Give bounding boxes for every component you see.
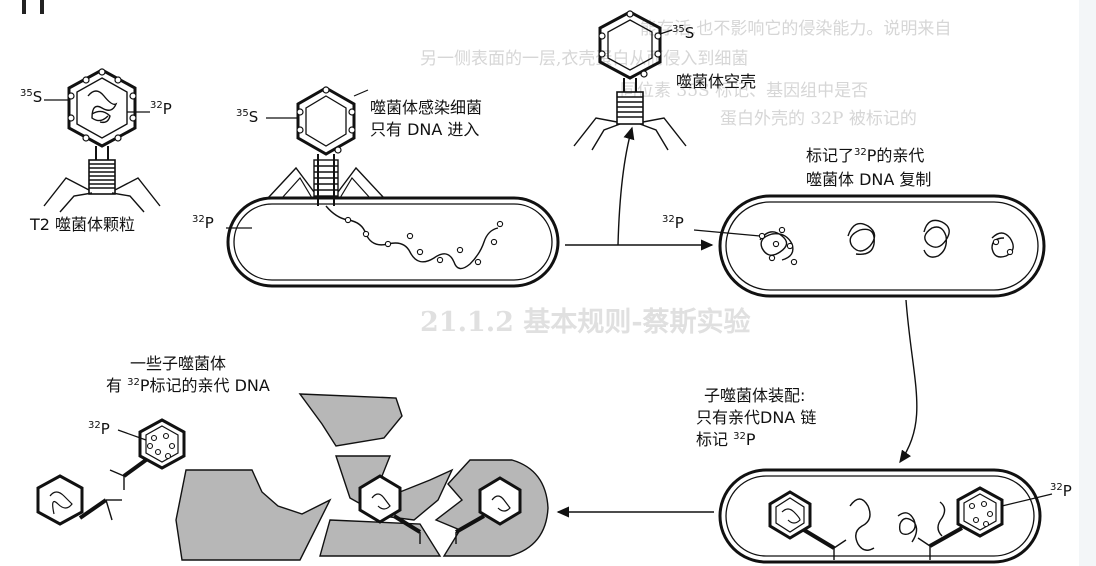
isotope-35s-label: 35S — [672, 24, 694, 43]
isotope-35s-label: 35S — [236, 108, 258, 127]
empty-phage-shell-icon — [574, 11, 686, 150]
replication-label-line2: 噬菌体 DNA 复制 — [806, 170, 931, 189]
t2-phage-icon — [110, 420, 184, 490]
process-arrow-icon — [618, 128, 632, 245]
t2-phage-icon — [44, 69, 160, 212]
infection-label-line2: 只有 DNA 进入 — [370, 120, 479, 139]
isotope-32p-label: 32P — [662, 214, 684, 233]
progeny-label-line1: 一些子噬菌体 — [130, 354, 226, 373]
lysed-bacterium-icon — [176, 394, 548, 560]
isotope-32p-label: 32P — [150, 100, 172, 119]
assembly-label-line2: 只有亲代DNA 链 — [696, 408, 816, 427]
bacterium-cell-icon — [228, 198, 558, 286]
assembly-label-line3: 标记 32P — [696, 430, 755, 449]
replication-label-line1: 标记了32P的亲代 — [806, 146, 924, 165]
isotope-35s-label: 35S — [20, 88, 42, 107]
assembly-label-line1: 子噬菌体装配: — [704, 386, 805, 405]
t2-phage-icon — [266, 87, 384, 206]
t2-particle-label: T2 噬菌体颗粒 — [30, 215, 135, 234]
page-margin-strip — [1079, 0, 1096, 566]
process-arrow-icon — [900, 300, 917, 462]
isotope-32p-label: 32P — [88, 420, 110, 439]
empty-shell-label: 噬菌体空壳 — [676, 72, 756, 91]
isotope-32p-label: 32P — [192, 214, 214, 233]
progeny-label-line2: 有 32P标记的亲代 DNA — [106, 376, 270, 395]
isotope-32p-label: 32P — [1050, 482, 1072, 501]
bacterium-cell-icon — [720, 196, 1044, 296]
t2-phage-icon — [38, 476, 122, 524]
infection-label-line1: 噬菌体感染细菌 — [370, 98, 482, 117]
